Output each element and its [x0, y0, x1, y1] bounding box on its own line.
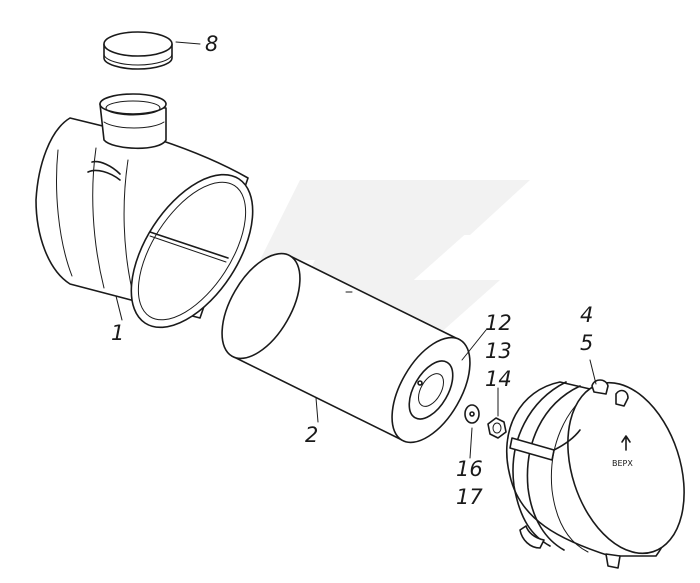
nut-part-14 [487, 417, 507, 439]
cover-marking: ВЕРХ [612, 459, 633, 468]
label-part-4: 4 [580, 303, 593, 327]
housing-part-1 [35, 93, 254, 329]
label-part-1: 1 [111, 321, 124, 345]
label-part-17: 17 [456, 485, 483, 509]
label-part-16: 16 [456, 457, 483, 481]
label-part-12: 12 [485, 311, 512, 335]
part-labels: 8 1 2 12 13 14 16 17 4 5 [111, 32, 593, 509]
label-part-2: 2 [305, 423, 318, 447]
label-part-5: 5 [580, 331, 593, 355]
label-part-13: 13 [485, 339, 512, 363]
washer-part-16-17 [464, 404, 480, 424]
cap-part-8 [103, 31, 173, 70]
label-part-14: 14 [485, 367, 512, 391]
filter-element-part-2 [221, 252, 471, 444]
cover-part-4-5: ВЕРХ [505, 379, 685, 569]
leader-lines [115, 41, 597, 459]
label-part-8: 8 [205, 32, 218, 56]
